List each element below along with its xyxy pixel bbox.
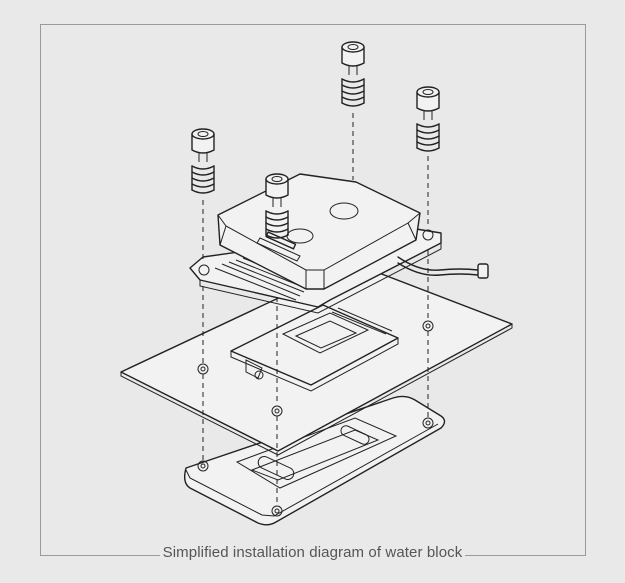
screw-1 bbox=[191, 128, 215, 194]
cpu-socket bbox=[230, 304, 399, 392]
screw-2 bbox=[341, 41, 365, 107]
screw-4 bbox=[265, 173, 289, 239]
water-block bbox=[189, 173, 442, 314]
cable-connector bbox=[397, 256, 489, 279]
alignment-guides bbox=[202, 113, 429, 505]
screw-3 bbox=[416, 86, 440, 152]
backplate bbox=[183, 395, 446, 526]
